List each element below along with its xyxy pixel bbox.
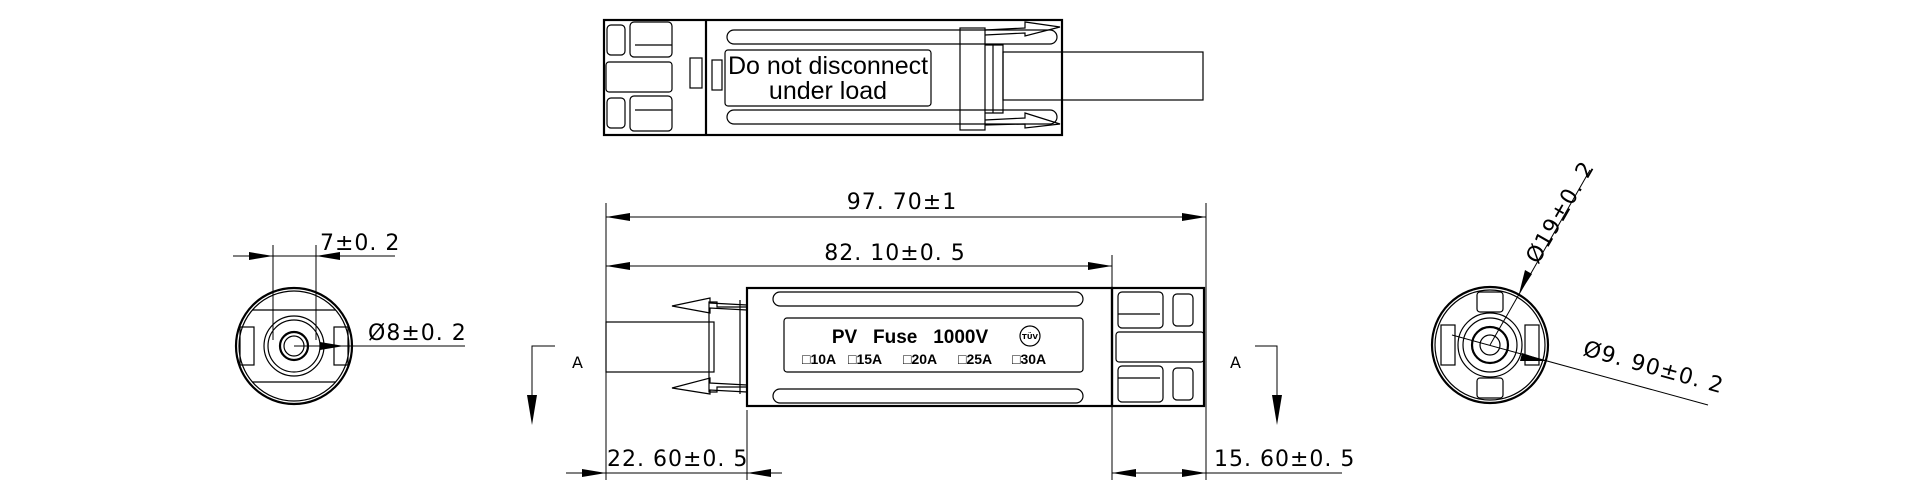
- side-fuse-label-box: [783, 317, 1084, 373]
- top-grip-slot-upper: [726, 29, 1058, 45]
- side-cable: [605, 321, 715, 373]
- body-length-text: 82. 10±0. 5: [824, 241, 965, 266]
- side-cable-nut: [708, 300, 747, 394]
- extension-lines: [605, 203, 1207, 480]
- side-grip-slot-lower: [772, 388, 1084, 404]
- top-latch-slot: [689, 57, 703, 89]
- dim-cable-end-length: 22. 60±0. 5: [566, 447, 782, 477]
- dim-connector-end-length: 15. 60±0. 5: [1112, 447, 1355, 477]
- top-body-outline: [602, 18, 1064, 137]
- warning-line2: under load: [769, 77, 887, 105]
- side-release-arrow-upper: [671, 297, 748, 314]
- top-view: Do not disconnect under load: [602, 18, 1204, 137]
- left-end-view: 7±0. 2 Ø8±0. 2: [233, 231, 467, 406]
- dim-overall-length: 97. 70±1: [606, 190, 1206, 221]
- top-grip-slot-lower: [726, 109, 1058, 125]
- section-mark-left: A: [527, 345, 583, 425]
- top-release-arrow-lower: [984, 112, 1061, 129]
- warning-line1: Do not disconnect: [728, 52, 928, 80]
- top-connector-block: [605, 21, 673, 132]
- left-diameter-text: Ø8±0. 2: [368, 321, 467, 346]
- side-connector-detail: [1115, 291, 1205, 403]
- rating-20a: □20A: [903, 351, 937, 367]
- rating-10a: □10A: [802, 351, 836, 367]
- section-label-left: A: [572, 353, 583, 372]
- fuse-rating-options: □10A □15A □20A □25A □30A: [802, 351, 1046, 367]
- cable-end-length-text: 22. 60±0. 5: [607, 447, 748, 472]
- top-release-arrow-upper: [984, 21, 1061, 37]
- right-end-view: Ø19±0. 2 Ø9. 90±0. 2: [1430, 157, 1727, 406]
- top-cable-nut: [959, 27, 1004, 131]
- rating-25a: □25A: [958, 351, 992, 367]
- dim-body-length: 82. 10±0. 5: [606, 241, 1112, 270]
- side-release-arrow-lower: [671, 377, 748, 395]
- left-pin-width-text: 7±0. 2: [320, 231, 400, 256]
- overall-length-text: 97. 70±1: [847, 190, 957, 215]
- rating-30a: □30A: [1012, 351, 1046, 367]
- rating-15a: □15A: [848, 351, 882, 367]
- top-warning-label-box: [724, 49, 932, 107]
- section-mark-right: A: [1230, 345, 1282, 425]
- side-connector-block: [1110, 286, 1206, 408]
- section-label-right: A: [1230, 353, 1241, 372]
- tuv-cert-text: TÜV: [1022, 332, 1038, 341]
- fuse-label-title: PV Fuse 1000V: [832, 327, 989, 348]
- side-view: PV Fuse 1000V TÜV □10A □15A □20A □25A □3…: [605, 286, 1206, 408]
- side-grip-slot-upper: [772, 291, 1084, 307]
- top-cable: [1002, 51, 1204, 101]
- connector-end-length-text: 15. 60±0. 5: [1214, 447, 1355, 472]
- top-small-slot: [711, 59, 723, 91]
- tuv-cert-mark: [1019, 325, 1041, 347]
- right-outer-diameter-text: Ø19±0. 2: [1522, 157, 1601, 268]
